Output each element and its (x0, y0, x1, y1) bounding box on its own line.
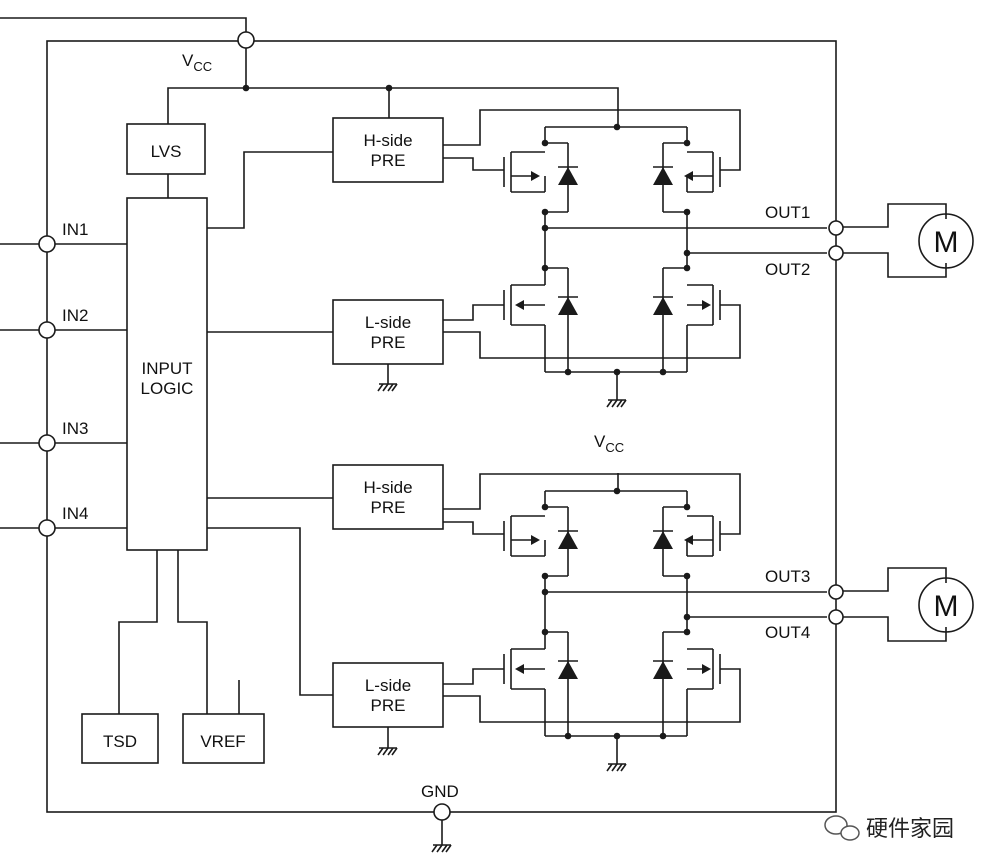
out3-terminal (828, 584, 844, 600)
lvs-label: LVS (151, 142, 182, 161)
hside-pre-label-2a: H-side (363, 478, 412, 497)
out1-terminal (828, 220, 844, 236)
vref-label: VREF (200, 732, 245, 751)
out4-label: OUT4 (765, 623, 810, 642)
hside-pre-label-1b: PRE (371, 151, 406, 170)
h-bridge-1 (443, 110, 827, 407)
tsd-label: TSD (103, 732, 137, 751)
gnd-terminal (433, 803, 451, 821)
tsd-block (81, 713, 159, 764)
lside-pre-block-1 (332, 299, 444, 365)
in4-terminal (38, 519, 56, 537)
lside-pre-block-2 (332, 662, 444, 728)
hside-pre-block-1 (332, 117, 444, 183)
out2-label: OUT2 (765, 260, 810, 279)
lside-pre-label-1b: PRE (371, 333, 406, 352)
in2-label: IN2 (62, 306, 88, 325)
hside-pre-block-2 (332, 464, 444, 530)
lside-pre-label-2a: L-side (365, 676, 411, 695)
ground-icon (431, 844, 452, 853)
motor-label-1: M (934, 226, 959, 259)
wechat-icon (824, 815, 860, 841)
in3-terminal (38, 434, 56, 452)
lvs-block (126, 123, 206, 175)
vcc-label-top: VCC (182, 51, 212, 74)
out1-label: OUT1 (765, 203, 810, 222)
out3-label: OUT3 (765, 567, 810, 586)
lside-pre-label-2b: PRE (371, 696, 406, 715)
ground-icon (377, 383, 398, 392)
motor-label-2: M (934, 590, 959, 623)
out2-terminal (828, 245, 844, 261)
hside-pre-label-1a: H-side (363, 131, 412, 150)
vcc-terminal (237, 31, 255, 49)
out4-terminal (828, 609, 844, 625)
input-logic-block (126, 197, 208, 551)
in3-label: IN3 (62, 419, 88, 438)
vcc-label-mid: VCC (594, 432, 624, 455)
input-logic-label-1: INPUT (142, 359, 193, 378)
input-logic-label-2: LOGIC (141, 379, 194, 398)
in4-label: IN4 (62, 504, 88, 523)
hside-pre-label-2b: PRE (371, 498, 406, 517)
in2-terminal (38, 321, 56, 339)
gnd-label: GND (421, 782, 459, 801)
ground-icon (377, 747, 398, 756)
vref-block (182, 713, 265, 764)
in1-label: IN1 (62, 220, 88, 239)
in1-terminal (38, 235, 56, 253)
watermark-text: 硬件家园 (866, 817, 954, 842)
lside-pre-label-1a: L-side (365, 313, 411, 332)
